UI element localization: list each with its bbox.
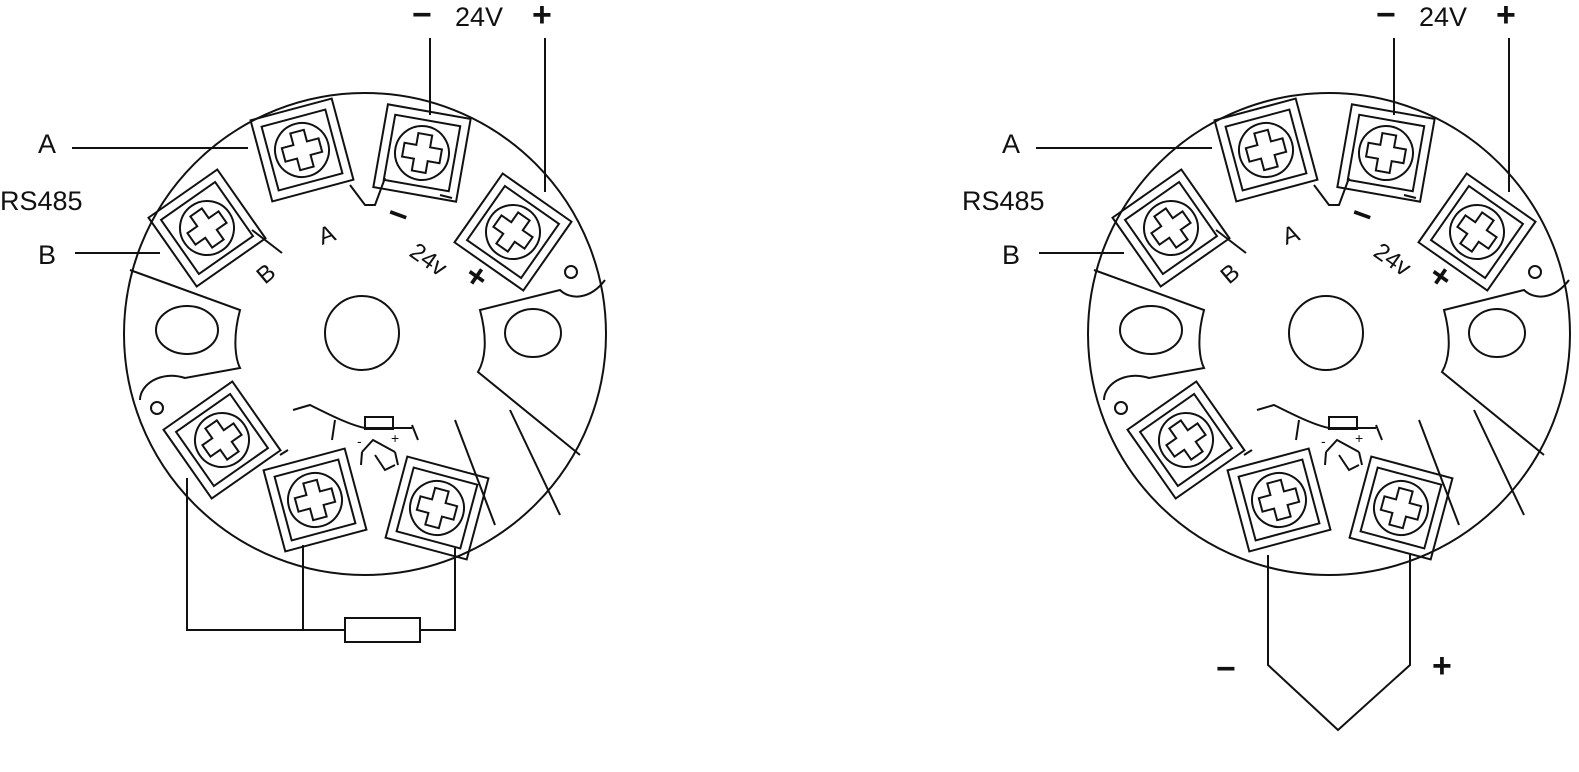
board-cutouts — [129, 177, 606, 526]
bus-a-label: A — [38, 129, 56, 159]
sensor-plus-label: + — [391, 430, 399, 446]
wires — [1036, 38, 1510, 732]
transmitter-board — [1087, 92, 1571, 576]
sensor-plus-label: + — [1355, 430, 1363, 446]
screw-terminal[interactable] — [1348, 455, 1454, 561]
bus-name-label: RS485 — [962, 186, 1045, 216]
board-labels: A B − 24v + - + — [252, 194, 496, 449]
board-b-label: B — [252, 259, 282, 290]
supply-minus-label: − — [412, 0, 432, 34]
pin-hole — [150, 401, 164, 415]
input-minus-label: − — [1216, 650, 1236, 688]
mounting-slot — [1119, 305, 1183, 355]
supply-plus-label: + — [532, 0, 552, 34]
board-voltage-label: 24v — [1369, 238, 1416, 282]
screw-terminal[interactable] — [262, 447, 368, 553]
sensor-minus-label: - — [357, 433, 362, 449]
input-plus-label: + — [1432, 647, 1452, 685]
thermocouple-symbol — [1267, 553, 1411, 732]
bus-b-label: B — [38, 240, 56, 270]
bus-b-label: B — [1002, 240, 1020, 270]
screw-terminal[interactable] — [384, 455, 490, 561]
sensor-minus-label: - — [1321, 433, 1326, 449]
resistor-mark — [1328, 416, 1358, 430]
sensor-symbol — [292, 403, 419, 466]
mounting-slot — [155, 305, 219, 355]
screw-terminal[interactable] — [1336, 103, 1436, 203]
screw-terminal[interactable] — [372, 103, 472, 203]
wires — [72, 38, 546, 643]
screw-terminal[interactable] — [1226, 447, 1332, 553]
screw-terminal[interactable] — [1111, 168, 1231, 288]
resistor-symbol — [344, 617, 421, 643]
board-labels: A B − 24v + - + — [1216, 194, 1460, 449]
bus-a-label: A — [1002, 129, 1020, 159]
board-outline — [123, 92, 607, 576]
center-hole — [1288, 295, 1364, 371]
screw-terminal[interactable] — [162, 380, 282, 500]
board-a-label: A — [315, 220, 339, 251]
mounting-slot — [504, 308, 562, 358]
resistor-mark — [364, 416, 394, 430]
transmitter-rtd-wiring: − 24V + A RS485 B A B − 24v + - + — [0, 0, 607, 643]
transmitter-thermocouple-wiring: − 24V + A RS485 B A B − 24v + - + − + — [962, 0, 1571, 732]
sensor-symbol — [1256, 403, 1383, 466]
pin-hole — [1528, 265, 1542, 279]
bus-name-label: RS485 — [0, 186, 83, 216]
board-plus-label: + — [457, 255, 495, 298]
pin-hole — [1114, 401, 1128, 415]
supply-voltage-label: 24V — [455, 2, 503, 32]
board-outline — [1087, 92, 1571, 576]
board-a-label: A — [1279, 220, 1303, 251]
board-cutouts — [1093, 177, 1570, 526]
screw-terminal[interactable] — [1126, 380, 1246, 500]
pin-hole — [564, 265, 578, 279]
screw-terminal[interactable] — [147, 168, 267, 288]
center-hole — [324, 295, 400, 371]
supply-minus-label: − — [1376, 0, 1396, 34]
board-minus-label: − — [1346, 194, 1378, 237]
board-minus-label: − — [382, 194, 414, 237]
supply-plus-label: + — [1496, 0, 1516, 34]
board-b-label: B — [1216, 259, 1246, 290]
supply-voltage-label: 24V — [1419, 2, 1467, 32]
mounting-slot — [1468, 308, 1526, 358]
board-voltage-label: 24v — [405, 238, 452, 282]
board-plus-label: + — [1421, 255, 1459, 298]
transmitter-board — [123, 92, 607, 576]
